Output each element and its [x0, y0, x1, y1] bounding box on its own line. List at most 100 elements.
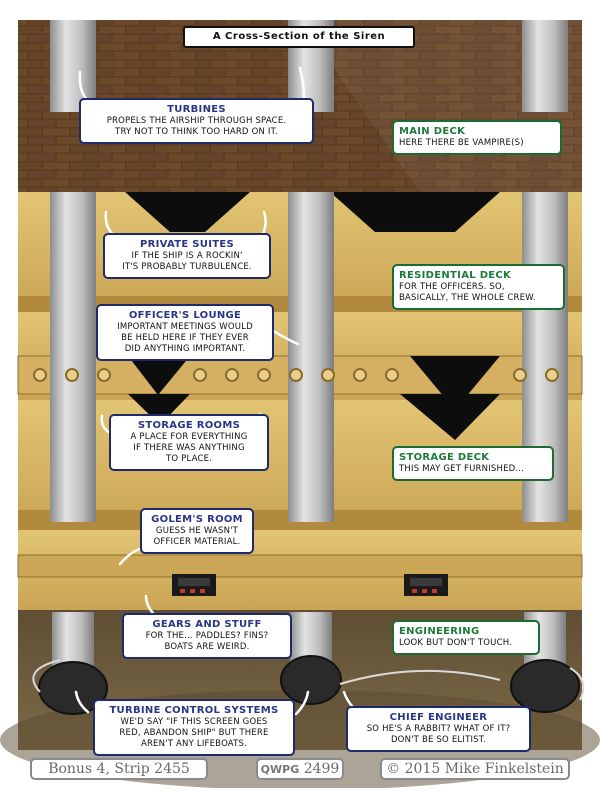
caption-turbine-control-systems-line: aren't any lifeboats. — [140, 739, 248, 749]
control-console-right — [404, 574, 448, 596]
caption-golems-room-line: Guess he wasn't — [155, 526, 239, 536]
porthole — [289, 368, 303, 382]
comic-title: A Cross-Section of the Siren — [183, 26, 415, 48]
turbine-pillar-left-top — [50, 20, 96, 112]
arrow-officers-lounge — [270, 328, 300, 346]
porthole — [353, 368, 367, 382]
caption-turbines-line: Try not to think too hard on it. — [115, 127, 278, 137]
storage-deck-dark-gap-1 — [128, 394, 190, 425]
console-light — [180, 589, 185, 593]
caption-main-deck-line: Here there be vampire(s) — [399, 138, 524, 148]
caption-storage-rooms-line: if there was anything — [133, 443, 245, 453]
caption-residential-deck-line: basically, the whole crew. — [399, 293, 536, 303]
caption-officers-lounge-title: Officer's Lounge — [128, 310, 242, 321]
caption-chief-engineer-line: So he's a rabbit? What of it? — [366, 724, 511, 734]
caption-turbines-line: Propels the airship through space. — [106, 116, 287, 126]
console-light — [432, 589, 437, 593]
cable — [339, 669, 501, 685]
caption-storage-deck: Storage Deck This may get furnished... — [392, 446, 554, 481]
caption-turbine-control-systems-title: Turbine Control Systems — [109, 705, 279, 716]
caption-main-deck: Main Deck Here there be vampire(s) — [392, 120, 562, 155]
caption-main-deck-title: Main Deck — [399, 126, 466, 137]
porthole — [97, 368, 111, 382]
caption-golems-room: Golem's Room Guess he wasn't officer mat… — [140, 508, 254, 554]
caption-golems-room-title: Golem's Room — [151, 514, 243, 525]
caption-storage-rooms-line: to place. — [165, 454, 213, 464]
engine-housing-right — [510, 659, 580, 713]
storage-deck-dark-gap-2 — [400, 394, 500, 440]
console-screen — [410, 578, 442, 586]
caption-storage-deck-line: This may get furnished... — [399, 464, 525, 474]
caption-private-suites-line: it's probably turbulence. — [122, 262, 252, 272]
caption-gears-and-stuff-title: Gears and Stuff — [152, 619, 262, 630]
console-light — [422, 589, 427, 593]
footer-logo: QWPG — [260, 763, 300, 776]
engine-housing-center — [280, 655, 342, 705]
caption-turbine-control-systems: Turbine Control Systems We'd say "if thi… — [93, 699, 295, 756]
porthole — [33, 368, 47, 382]
console-light — [412, 589, 417, 593]
caption-turbine-control-systems-line: red, abandon ship" but there — [119, 728, 269, 738]
caption-storage-rooms-line: A place for everything — [130, 432, 248, 442]
caption-officers-lounge-line: be held here if they ever — [121, 333, 249, 343]
caption-engineering-title: Engineering — [399, 626, 480, 637]
console-light — [200, 589, 205, 593]
caption-chief-engineer-line: Don't be so elitist. — [390, 735, 487, 745]
porthole — [513, 368, 527, 382]
caption-residential-deck: Residential Deck For the officers. So, b… — [392, 264, 565, 310]
control-console-left — [172, 574, 216, 596]
footer-copyright: © 2015 Mike Finkelstein — [380, 758, 570, 780]
footer-strip-number: Bonus 4, Strip 2455 — [30, 758, 208, 780]
arrow-turbine-control — [74, 690, 90, 714]
porthole — [545, 368, 559, 382]
caption-engineering-line: Look but don't touch. — [399, 638, 513, 648]
console-light — [190, 589, 195, 593]
porthole — [193, 368, 207, 382]
cable — [569, 667, 585, 701]
caption-gears-and-stuff-line: Boats are weird. — [164, 642, 250, 652]
footer-strip-count: 2499 — [303, 761, 340, 777]
turbine-pillar-center — [288, 192, 334, 522]
console-screen — [178, 578, 210, 586]
engine-housings — [38, 655, 580, 715]
residential-deck-dark-gap-2 — [330, 192, 500, 232]
turbine-pillar-left — [50, 192, 96, 522]
caption-turbines: Turbines Propels the airship through spa… — [79, 98, 314, 144]
caption-officers-lounge: Officer's Lounge Important meetings woul… — [96, 304, 274, 361]
caption-gears-and-stuff: Gears and Stuff For the... paddles? Fins… — [122, 613, 292, 659]
cable — [32, 659, 61, 693]
caption-private-suites: Private Suites If the ship is a rockin' … — [103, 233, 271, 279]
caption-chief-engineer-title: Chief Engineer — [389, 712, 488, 723]
arrow-turbines-center — [298, 66, 306, 100]
caption-storage-rooms: Storage Rooms A place for everything if … — [109, 414, 269, 471]
turbine-pillar-right-top — [522, 20, 568, 112]
caption-gears-and-stuff-line: For the... paddles? Fins? — [145, 631, 269, 641]
footer-logo-box: QWPG 2499 — [256, 758, 344, 780]
residential-deck-dark-gap-1 — [125, 192, 250, 232]
caption-officers-lounge-line: did anything important. — [124, 344, 246, 354]
caption-officers-lounge-line: Important meetings would — [117, 322, 253, 332]
officers-lounge-dark-gap-1 — [128, 356, 190, 395]
caption-private-suites-title: Private Suites — [139, 239, 234, 250]
porthole — [225, 368, 239, 382]
caption-residential-deck-line: For the officers. So, — [399, 282, 505, 292]
porthole — [321, 368, 335, 382]
caption-turbines-title: Turbines — [167, 104, 226, 115]
officers-lounge-dark-gap-2 — [410, 356, 500, 410]
engine-housing-left — [38, 661, 108, 715]
caption-residential-deck-title: Residential Deck — [399, 270, 512, 281]
caption-storage-deck-title: Storage Deck — [399, 452, 490, 463]
caption-golems-room-line: officer material. — [153, 537, 241, 547]
porthole — [65, 368, 79, 382]
caption-storage-rooms-title: Storage Rooms — [137, 420, 241, 431]
lounge-portholes — [33, 368, 559, 382]
porthole — [385, 368, 399, 382]
caption-engineering: Engineering Look but don't touch. — [392, 620, 540, 655]
caption-turbine-control-systems-line: We'd say "if this screen goes — [120, 717, 268, 727]
caption-chief-engineer: Chief Engineer So he's a rabbit? What of… — [346, 706, 531, 752]
caption-private-suites-line: If the ship is a rockin' — [131, 251, 243, 261]
arrow-turbine-control-center — [294, 690, 310, 716]
gear-level-beam — [17, 554, 583, 578]
porthole — [257, 368, 271, 382]
